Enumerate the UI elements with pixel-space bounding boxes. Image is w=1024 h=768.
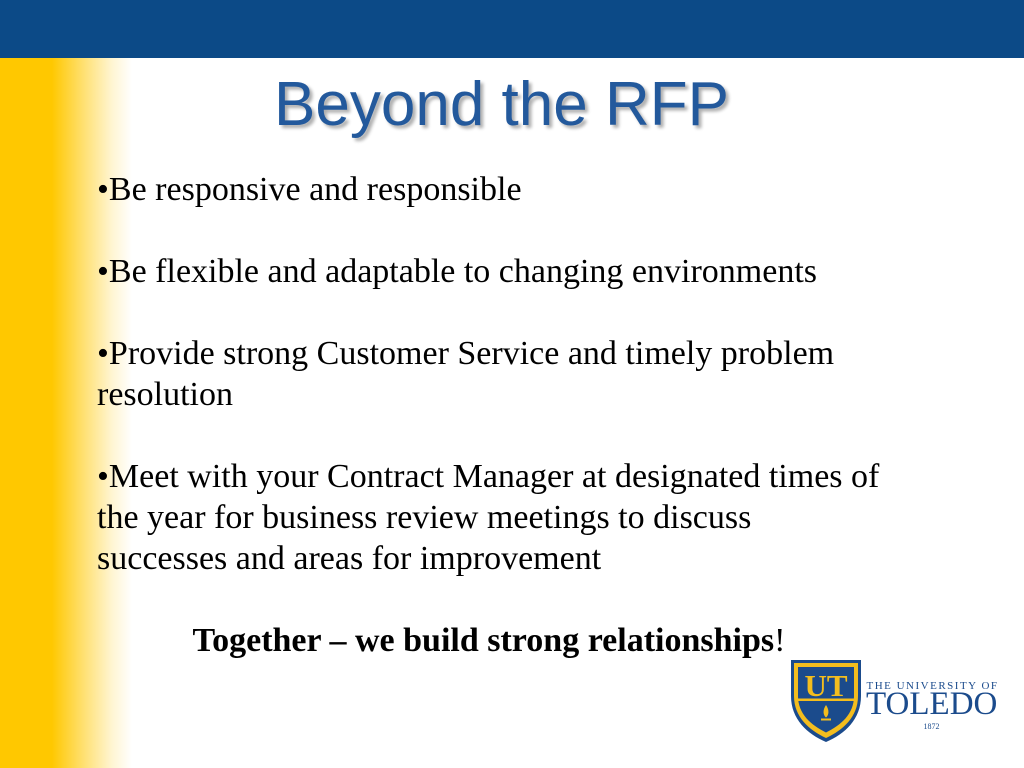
paragraph-spacer: [97, 579, 881, 620]
bullet-list: •Be responsive and responsible •Be flexi…: [97, 169, 881, 661]
closing-statement: Together – we build strong relationships…: [97, 620, 881, 661]
paragraph-spacer: [97, 210, 881, 251]
shield-monogram: UT: [804, 668, 847, 703]
closing-bold-text: Together – we build strong relationships: [192, 622, 775, 659]
left-gold-gradient-strip: [0, 58, 132, 768]
paragraph-spacer: [97, 292, 881, 333]
shield-icon: UT: [791, 660, 861, 742]
bullet-line: the year for business review meetings to…: [97, 499, 752, 536]
bullet-line: resolution: [97, 376, 233, 413]
shield-bar: [798, 698, 854, 701]
paragraph-spacer: [97, 415, 881, 456]
logo-name: TOLEDO: [866, 686, 998, 722]
bullet-line: successes and areas for improvement: [97, 540, 602, 577]
bullet-line: •Meet with your Contract Manager at desi…: [97, 458, 880, 495]
lamp-base: [821, 718, 831, 721]
top-banner-bar: [0, 0, 1024, 58]
university-logo: UT THE UNIVERSITY OF TOLEDO 1872: [788, 656, 1000, 746]
bullet-line: •Be responsive and responsible: [97, 171, 522, 208]
slide-title: Beyond the RFP: [274, 70, 729, 139]
logo-tagline: THE UNIVERSITY OF: [866, 680, 999, 692]
bullet-line: •Be flexible and adaptable to changing e…: [97, 253, 818, 290]
logo-year: 1872: [923, 722, 940, 731]
logo-wordmark: THE UNIVERSITY OF TOLEDO 1872: [866, 656, 997, 746]
closing-end-mark: !: [774, 622, 786, 659]
bullet-line: •Provide strong Customer Service and tim…: [97, 335, 835, 372]
lamp-icon: [823, 705, 829, 718]
